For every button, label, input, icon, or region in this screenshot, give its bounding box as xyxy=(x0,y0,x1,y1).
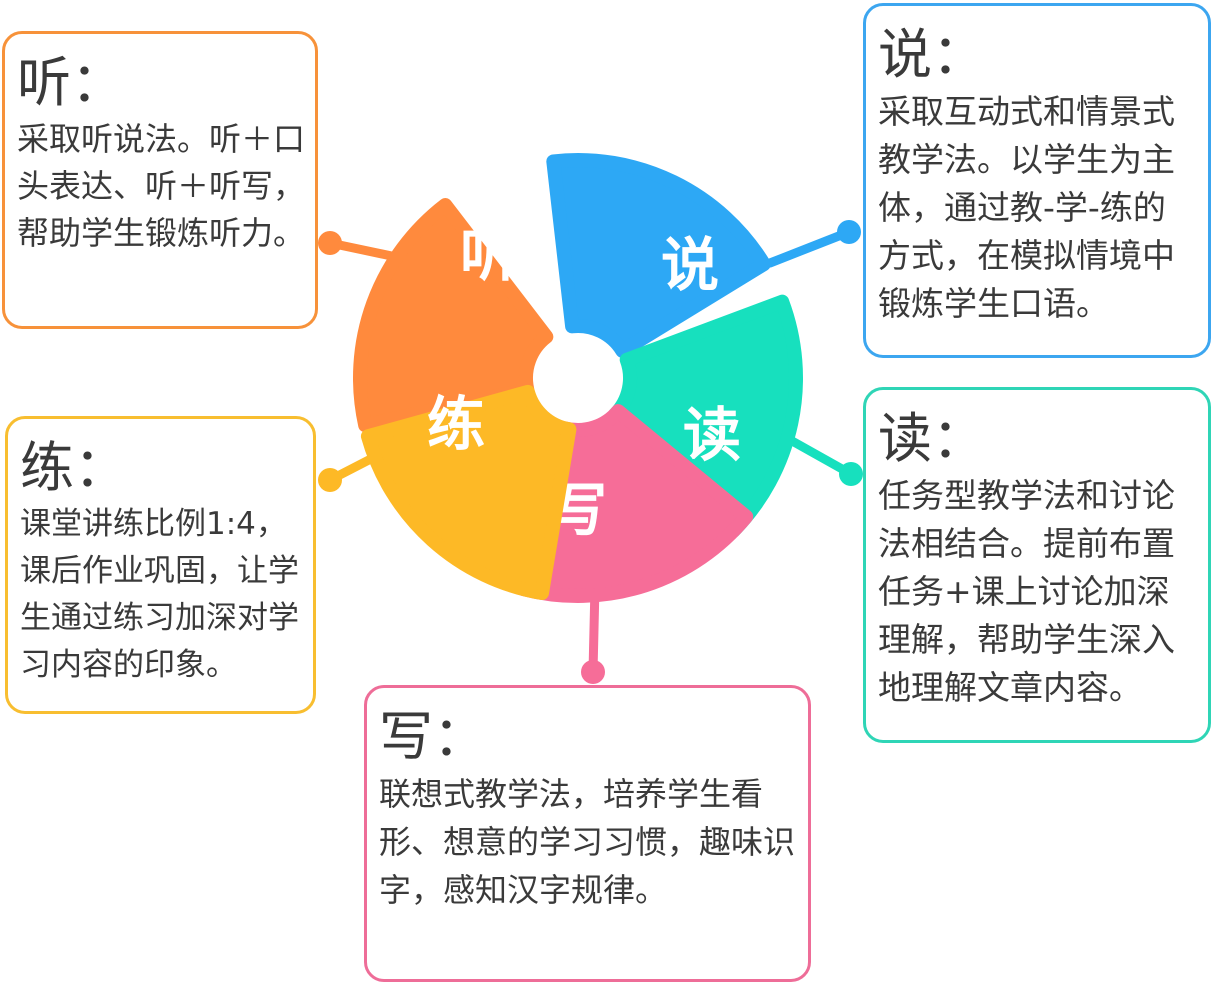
card-speak-text: 采取互动式和情景式教学法。以学生为主体，通过教-学-练的方式，在模拟情境中锻炼学… xyxy=(878,92,1175,323)
segment-label-read: 读 xyxy=(683,401,741,469)
segment-listen xyxy=(353,198,554,433)
card-practice: 练： 课堂讲练比例1:4，课后作业巩固，让学生通过练习加深对学习内容的印象。 xyxy=(5,416,316,714)
segment-label-practice: 练 xyxy=(427,390,485,458)
segment-speak xyxy=(546,153,771,358)
connector-dot-practice xyxy=(318,468,342,492)
segment-label-listen: 听 xyxy=(460,221,518,289)
card-write-heading: 写： xyxy=(379,705,487,768)
segment-label-speak: 说 xyxy=(661,231,719,299)
connector-speak xyxy=(765,227,854,268)
card-read: 读： 任务型教学法和讨论法相结合。提前布置任务+课上讨论加深理解，帮助学生深入地… xyxy=(863,387,1211,743)
connector-dot-listen xyxy=(318,231,342,255)
connectors xyxy=(318,220,863,684)
card-practice-heading: 练： xyxy=(20,436,128,499)
connector-dot-read xyxy=(839,462,863,486)
connector-dot-write xyxy=(581,660,605,684)
segment-write xyxy=(516,404,754,603)
connector-read xyxy=(780,432,856,479)
card-listen-heading: 听： xyxy=(17,51,125,114)
segments: 听说读写练 xyxy=(353,153,803,603)
card-write-text: 联想式教学法，培养学生看形、想意的学习习惯，趣味识字，感知汉字规律。 xyxy=(379,775,796,909)
card-read-text: 任务型教学法和讨论法相结合。提前布置任务+课上讨论加深理解，帮助学生深入地理解文… xyxy=(878,476,1175,707)
card-read-heading: 读： xyxy=(878,407,986,470)
connector-dot-speak xyxy=(837,220,861,244)
card-speak-heading: 说： xyxy=(878,23,986,86)
card-write: 写： 联想式教学法，培养学生看形、想意的学习习惯，趣味识字，感知汉字规律。 xyxy=(364,685,811,982)
card-listen-text: 采取听说法。听＋口头表达、听＋听写，帮助学生锻炼听力。 xyxy=(17,120,306,252)
segment-practice xyxy=(360,384,577,601)
segment-read xyxy=(608,294,803,538)
card-listen: 听： 采取听说法。听＋口头表达、听＋听写，帮助学生锻炼听力。 xyxy=(2,31,318,329)
card-speak: 说： 采取互动式和情景式教学法。以学生为主体，通过教-学-练的方式，在模拟情境中… xyxy=(863,3,1211,358)
card-practice-text: 课堂讲练比例1:4，课后作业巩固，让学生通过练习加深对学习内容的印象。 xyxy=(20,506,299,683)
